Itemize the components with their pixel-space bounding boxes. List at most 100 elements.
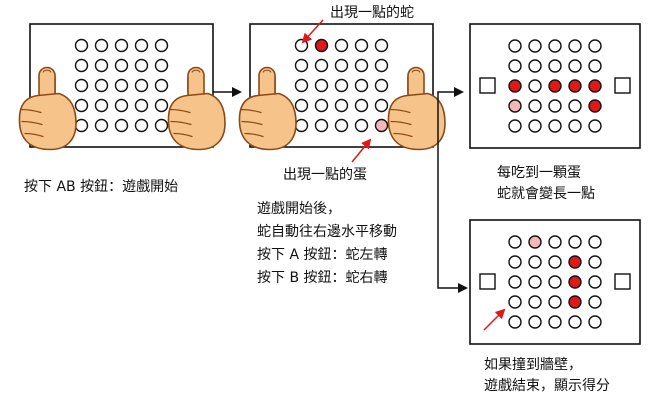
led: [374, 98, 389, 113]
led: [314, 98, 329, 113]
led: [354, 58, 369, 73]
right-finger-icon: [167, 66, 226, 151]
led: [294, 58, 309, 73]
led: [354, 78, 369, 93]
led: [334, 58, 349, 73]
led: [528, 315, 542, 329]
led: [114, 98, 129, 113]
led: [508, 255, 522, 269]
led: [294, 38, 309, 53]
snake-led: [568, 295, 582, 309]
led: [154, 38, 169, 53]
button-b: [614, 273, 631, 290]
led: [334, 98, 349, 113]
snake-led: [568, 79, 582, 93]
led: [94, 78, 109, 93]
flow-arrow-3: [437, 95, 468, 293]
right-finger-icon: [387, 66, 446, 151]
led: [548, 255, 562, 269]
led: [334, 78, 349, 93]
eat-grow-line-2: 蛇就會變長一點: [497, 186, 595, 202]
microbit-panel-game-over: [469, 219, 641, 345]
led: [528, 275, 542, 289]
led: [588, 255, 602, 269]
led: [528, 59, 542, 73]
snake-led: [508, 79, 522, 93]
led: [294, 98, 309, 113]
snake-led: [588, 79, 602, 93]
led: [134, 98, 149, 113]
press-ab-caption: 按下 AB 按鈕：遊戲開始: [24, 179, 179, 195]
led: [94, 118, 109, 133]
snake-led: [588, 99, 602, 113]
led: [114, 58, 129, 73]
led: [528, 255, 542, 269]
led: [114, 118, 129, 133]
led: [154, 118, 169, 133]
flow-arrows: [213, 87, 468, 293]
led: [74, 118, 89, 133]
led: [134, 58, 149, 73]
egg-led: [528, 235, 542, 249]
led: [374, 58, 389, 73]
snake-led: [314, 38, 329, 53]
button-a: [479, 77, 496, 94]
flow-arrow-2: [437, 87, 464, 97]
led: [134, 38, 149, 53]
led: [74, 38, 89, 53]
led: [548, 39, 562, 53]
led: [374, 78, 389, 93]
snake-appears-label: 出現一點的蛇: [330, 5, 414, 21]
led: [588, 119, 602, 133]
led: [508, 295, 522, 309]
left-finger-icon: [18, 66, 77, 151]
led: [588, 39, 602, 53]
led: [548, 315, 562, 329]
led: [508, 39, 522, 53]
led: [528, 119, 542, 133]
led: [568, 99, 582, 113]
led: [74, 98, 89, 113]
rules-caption: 遊戲開始後， 蛇自動往右邊水平移動 按下 A 按鈕：蛇左轉 按下 B 按鈕：蛇右…: [257, 198, 397, 290]
led: [508, 59, 522, 73]
led: [94, 98, 109, 113]
led: [74, 78, 89, 93]
led: [354, 118, 369, 133]
egg-led: [374, 118, 389, 133]
led: [94, 38, 109, 53]
led: [568, 119, 582, 133]
microbit-panel-snake-and-egg: [238, 23, 446, 151]
eat-grow-caption: 每吃到一顆蛋 蛇就會變長一點: [497, 163, 595, 205]
led: [134, 78, 149, 93]
led: [334, 118, 349, 133]
snake-callout-arrow: [301, 19, 324, 44]
led: [568, 59, 582, 73]
led: [508, 235, 522, 249]
rules-line-3: 按下 A 按鈕：蛇左轉: [257, 247, 388, 263]
led: [548, 275, 562, 289]
led: [588, 235, 602, 249]
button-b: [614, 77, 631, 94]
led: [568, 235, 582, 249]
led: [568, 39, 582, 53]
hit-wall-line-1: 如果撞到牆壁，: [484, 357, 582, 373]
egg-callout-arrow: [351, 138, 372, 163]
microbit-panel-start: [18, 23, 226, 151]
led: [508, 119, 522, 133]
led: [354, 98, 369, 113]
led: [548, 59, 562, 73]
led: [134, 118, 149, 133]
led: [314, 58, 329, 73]
snake-led: [568, 255, 582, 269]
led: [314, 118, 329, 133]
microbit-panel-eating: [469, 23, 641, 149]
rules-line-1: 遊戲開始後，: [257, 201, 341, 217]
snake-led: [548, 79, 562, 93]
rules-line-4: 按下 B 按鈕：蛇右轉: [257, 270, 388, 286]
hit-wall-caption: 如果撞到牆壁， 遊戲結束，顯示得分: [484, 355, 610, 397]
left-finger-icon: [238, 66, 297, 151]
led: [74, 58, 89, 73]
rules-line-2: 蛇自動往右邊水平移動: [257, 224, 397, 240]
led: [548, 119, 562, 133]
